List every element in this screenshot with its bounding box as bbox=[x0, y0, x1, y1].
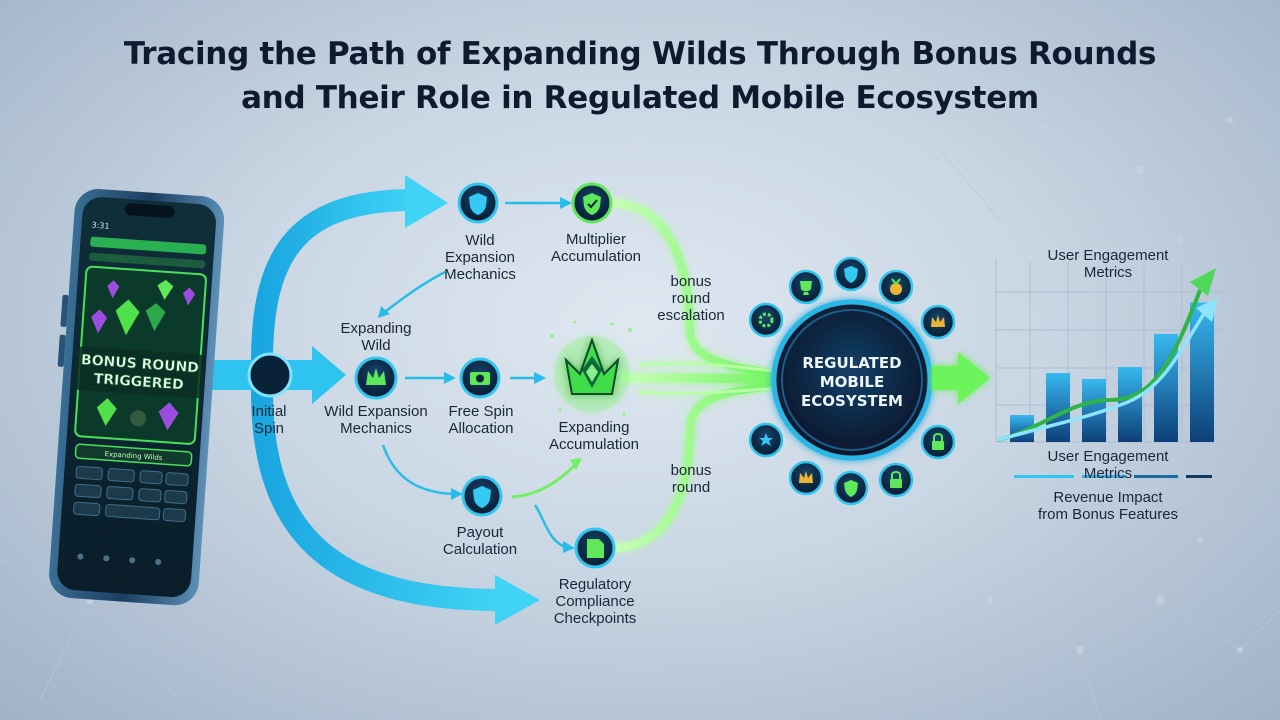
label-free-spin: Free Spin Allocation bbox=[448, 403, 514, 437]
hub-ring-icons bbox=[748, 256, 956, 506]
green-flows bbox=[606, 199, 790, 552]
metric-bar-6 bbox=[1190, 302, 1214, 442]
trophy-icon bbox=[788, 269, 824, 305]
node-free-spin bbox=[459, 357, 501, 399]
label-regulatory: Regulatory Compliance Checkpoints bbox=[553, 576, 637, 627]
metrics-chart bbox=[995, 258, 1222, 478]
page-title-line-1: Tracing the Path of Expanding Wilds Thro… bbox=[123, 36, 1157, 72]
label-multiplier: Multiplier Accumulation bbox=[550, 231, 642, 265]
shield-icon bbox=[833, 256, 869, 292]
node-multiplier bbox=[571, 182, 613, 224]
connector-arrows bbox=[381, 201, 566, 549]
node-payout bbox=[461, 475, 503, 517]
phone-time: 3:31 bbox=[91, 221, 110, 231]
page-title-line-2: and Their Role in Regulated Mobile Ecosy… bbox=[241, 80, 1039, 116]
label-bonus-escalation: bonus round escalation bbox=[657, 273, 725, 324]
label-wild-expansion-top: Wild Expansion Mechanics bbox=[444, 232, 516, 283]
label-expanding-accumulation: Expanding Accumulation bbox=[548, 419, 640, 453]
phone-bottom-bar: Expanding Wilds bbox=[74, 443, 193, 467]
hub-output-arrow bbox=[932, 352, 990, 404]
spin-arcs bbox=[200, 175, 540, 625]
medal-icon bbox=[878, 269, 914, 305]
metric-bar-2 bbox=[1046, 373, 1070, 442]
document-icon bbox=[587, 539, 604, 558]
node-regulatory bbox=[574, 527, 616, 569]
gear-icon bbox=[748, 302, 784, 338]
phone-status-bar: 3:31 bbox=[91, 221, 110, 231]
label-wild-expansion-mid: Wild Expansion Mechanics bbox=[324, 403, 428, 437]
shield-icon bbox=[469, 193, 487, 215]
shield-icon bbox=[473, 486, 491, 508]
label-initial-spin: Initial Spin bbox=[251, 403, 287, 437]
camera-icon bbox=[470, 372, 490, 385]
label-expanding-wild: Expanding Wild bbox=[340, 320, 412, 354]
connector-arrowheads bbox=[378, 197, 575, 553]
node-expanding-accumulation bbox=[554, 336, 630, 412]
check-icon bbox=[833, 470, 869, 506]
crown-icon bbox=[920, 304, 956, 340]
crown-icon bbox=[788, 460, 824, 496]
node-wild-top bbox=[457, 182, 499, 224]
phone-buttons bbox=[73, 465, 189, 523]
lock-icon bbox=[878, 462, 914, 498]
lock-icon bbox=[920, 424, 956, 460]
label-payout: Payout Calculation bbox=[442, 524, 518, 558]
node-expanding-wild bbox=[354, 356, 398, 400]
legend-title: User Engagement Metrics bbox=[1047, 448, 1169, 482]
bonus-banner: BONUS ROUND TRIGGERED bbox=[74, 346, 205, 399]
shield-check-icon bbox=[583, 193, 601, 215]
hub-label: REGULATED MOBILE ECOSYSTEM bbox=[801, 354, 903, 410]
label-bonus-round: bonus round bbox=[670, 462, 712, 496]
phone-mockup: 3:31 BONUS ROUND TRIGGERED Expanding Wil… bbox=[49, 189, 225, 606]
bonus-banner-line-2: TRIGGERED bbox=[93, 371, 184, 393]
chart-caption: Revenue Impact from Bonus Features bbox=[1037, 489, 1179, 523]
chart-title: User Engagement Metrics bbox=[1047, 247, 1169, 281]
hub bbox=[771, 299, 933, 461]
initial-spin-node bbox=[247, 352, 293, 398]
crown-icon bbox=[366, 368, 386, 385]
star-icon bbox=[748, 422, 784, 458]
